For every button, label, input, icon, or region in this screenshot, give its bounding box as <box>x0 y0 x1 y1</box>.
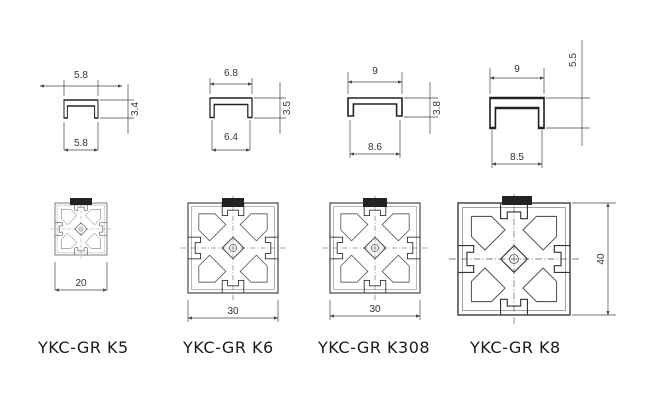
k308-top-width: 9 <box>372 66 378 77</box>
section-drawing-k308 <box>322 195 428 301</box>
k308-section-width: 30 <box>369 304 381 315</box>
profile-k308: 9 8.6 3.8 30 <box>322 66 443 320</box>
k6-bottom-width: 6.4 <box>224 132 238 143</box>
profile-k8: 9 8.5 5.5 40 <box>448 40 616 325</box>
k8-bottom-width: 8.5 <box>510 152 524 163</box>
k6-top-width: 6.8 <box>224 68 238 79</box>
k8-height: 5.5 <box>568 53 579 67</box>
label-k8: YKC-GR K8 <box>470 338 561 357</box>
section-drawing-k5 <box>50 198 112 260</box>
k5-height: 3.4 <box>130 102 141 116</box>
k6-height: 3.5 <box>282 101 293 115</box>
cap-drawing-k5 <box>63 99 99 119</box>
k308-height: 3.8 <box>432 101 443 115</box>
section-drawing-k8 <box>448 193 580 325</box>
label-k5: YKC-GR K5 <box>38 338 129 357</box>
section-drawing-k6 <box>180 195 286 301</box>
profile-k6: 6.8 6.4 3.5 30 <box>180 68 293 322</box>
k5-top-width: 5.8 <box>74 70 88 81</box>
label-k6: YKC-GR K6 <box>183 338 274 357</box>
profile-k5: 5.8 5.8 3.4 20 <box>39 70 141 292</box>
k5-bottom-width: 5.8 <box>74 138 88 149</box>
cap-drawing-k8 <box>488 96 546 130</box>
k6-section-width: 30 <box>227 306 239 317</box>
k8-section-height: 40 <box>596 253 607 265</box>
cap-drawing-k6 <box>209 97 253 119</box>
k5-section-width: 20 <box>75 278 87 289</box>
label-k308: YKC-GR K308 <box>318 338 431 357</box>
k308-bottom-width: 8.6 <box>368 142 382 153</box>
cap-drawing-k308 <box>347 97 403 117</box>
k8-top-width: 9 <box>514 64 520 75</box>
